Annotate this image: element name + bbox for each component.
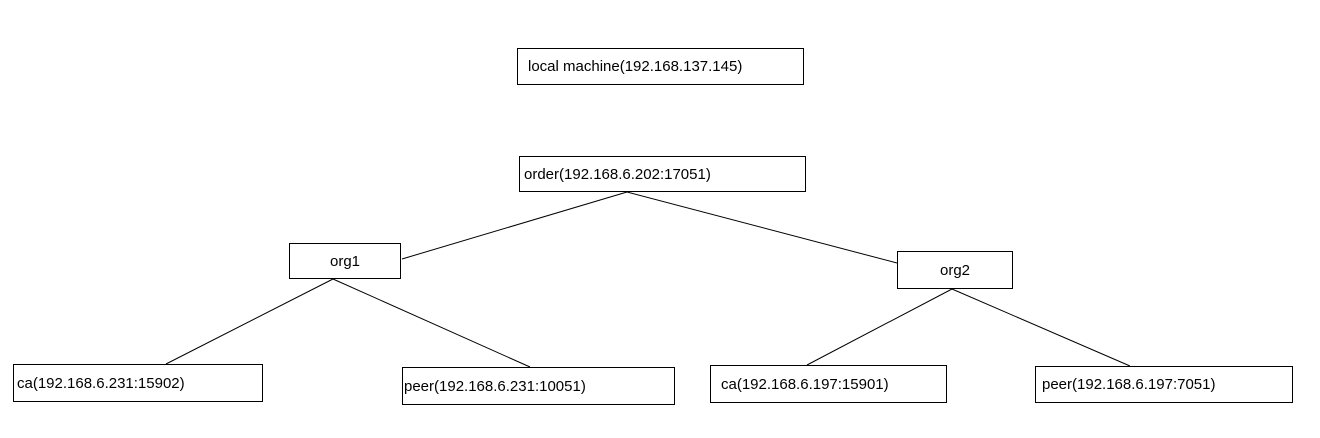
diagram-node-org1: org1 <box>289 243 401 279</box>
diagram-node-ca-org1: ca(192.168.6.231:15902) <box>13 364 263 402</box>
node-label-peer-org2: peer(192.168.6.197:7051) <box>1042 376 1216 393</box>
node-label-local-machine: local machine(192.168.137.145) <box>528 58 743 75</box>
diagram-node-org2: org2 <box>897 251 1013 289</box>
node-label-org2: org2 <box>939 261 971 279</box>
edge-org2-peer-org2 <box>951 288 1131 367</box>
diagram-node-peer-org1: peer(192.168.6.231:10051) <box>402 367 675 405</box>
node-label-ca-org1: ca(192.168.6.231:15902) <box>17 374 185 392</box>
edge-order-org2 <box>626 191 898 264</box>
edge-org2-ca-org2 <box>806 288 953 366</box>
edge-org1-ca-org1 <box>165 278 334 365</box>
edge-order-org1 <box>401 191 628 260</box>
node-label-peer-org1: peer(192.168.6.231:10051) <box>404 377 586 395</box>
diagram-node-local-machine: local machine(192.168.137.145) <box>517 48 804 85</box>
node-label-org1: org1 <box>329 252 361 270</box>
node-label-ca-org2: ca(192.168.6.197:15901) <box>721 375 889 393</box>
diagram-node-order: order(192.168.6.202:17051) <box>519 156 806 192</box>
edge-org1-peer-org1 <box>332 278 531 368</box>
diagram-node-peer-org2: peer(192.168.6.197:7051) <box>1035 366 1293 403</box>
diagram-node-ca-org2: ca(192.168.6.197:15901) <box>710 365 947 403</box>
node-label-order: order(192.168.6.202:17051) <box>524 165 711 183</box>
